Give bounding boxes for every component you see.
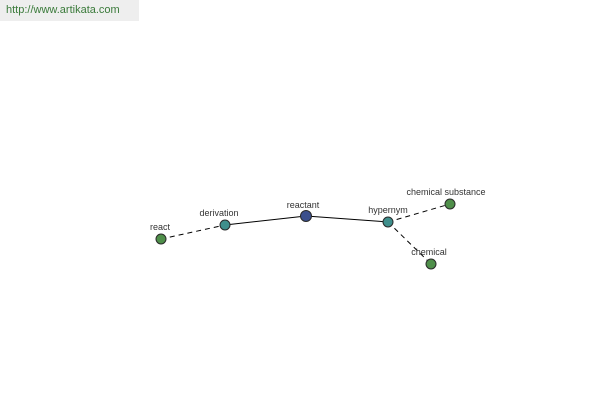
node-derivation[interactable] [219, 219, 231, 231]
node-chemical[interactable] [425, 258, 437, 270]
node-react[interactable] [155, 233, 167, 245]
source-banner: http://www.artikata.com [0, 0, 139, 21]
node-hypernym[interactable] [382, 216, 394, 228]
edge-hypernym-chemical_substance [387, 203, 451, 223]
node-label-reactant: reactant [287, 200, 320, 210]
node-label-chemical: chemical [411, 247, 447, 257]
edge-hypernym-chemical [387, 221, 432, 265]
node-label-chemical-substance: chemical substance [406, 187, 485, 197]
edge-derivation-reactant [224, 215, 307, 226]
node-label-hypernym: hypernym [368, 205, 408, 215]
node-reactant[interactable] [300, 210, 312, 222]
node-label-derivation: derivation [199, 208, 238, 218]
edge-reactant-hypernym [305, 215, 389, 223]
node-label-react: react [150, 222, 171, 232]
edge-react-derivation [160, 224, 226, 240]
source-link[interactable]: http://www.artikata.com [6, 4, 120, 16]
node-chemical-substance[interactable] [444, 198, 456, 210]
